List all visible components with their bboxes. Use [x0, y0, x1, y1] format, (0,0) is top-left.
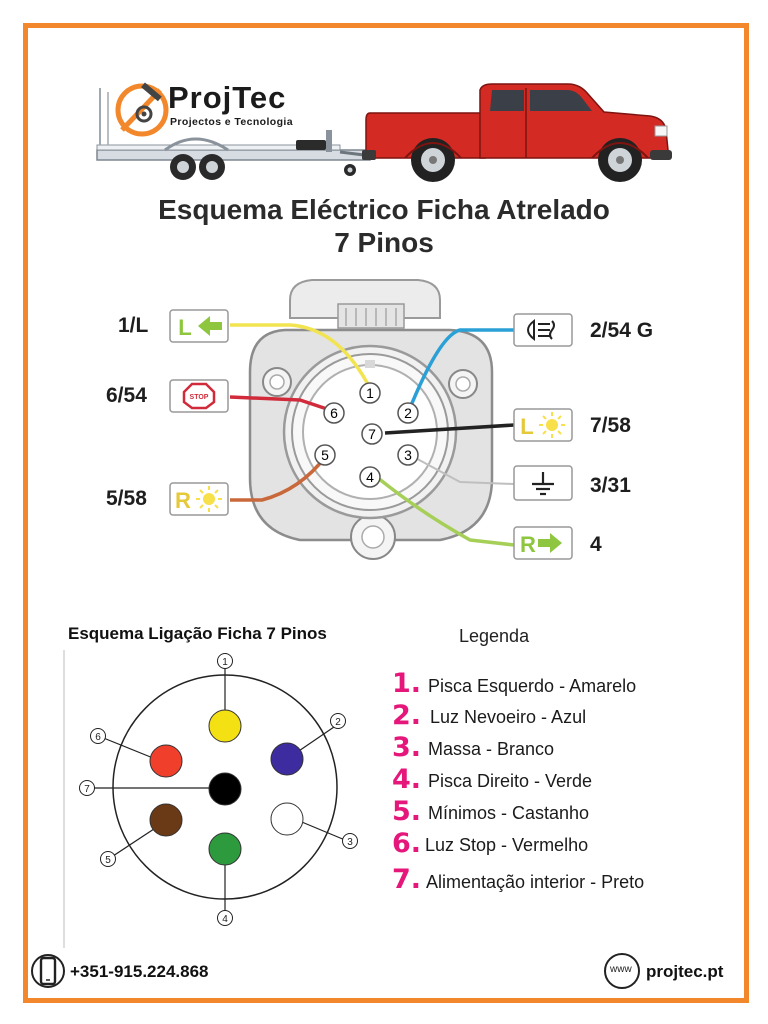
wiring-dot-1 [208, 709, 242, 743]
wiring-marker-7: 7 [84, 784, 90, 795]
legend-number-7: 7. [392, 864, 422, 895]
socket-pin-1-label: 1 [366, 385, 374, 401]
socket-illustration [248, 279, 494, 560]
function-icons: L STOP R [169, 309, 573, 560]
www-globe-icon [604, 953, 640, 989]
socket-pin-4: 4 [359, 466, 381, 488]
legend-text-3: Massa - Branco [428, 739, 555, 759]
wire-pin-4 [376, 476, 515, 547]
brand-name: ProjTec [168, 80, 287, 115]
right-lamp-icon: R [169, 482, 229, 516]
legend-number-2: 2. [392, 700, 422, 731]
socket-pins: 1 2 6 7 5 3 4 [314, 382, 419, 488]
socket-pin-5: 5 [314, 444, 336, 466]
wiring-dot-4 [208, 832, 242, 866]
brand-tagline: Projectos e Tecnologia [170, 116, 293, 128]
legend-text-4: Pisca Direito - Verde [428, 771, 593, 791]
pin-code-6: 6/54 [106, 384, 147, 407]
socket-pin-2-label: 2 [404, 405, 412, 421]
wiring-title: Esquema Ligação Ficha 7 Pinos [68, 624, 327, 643]
wiring-dot-3 [270, 802, 304, 836]
wire-pin-6 [229, 395, 331, 412]
legend-text-2: Luz Nevoeiro - Azul [430, 707, 587, 727]
socket-pin-5-label: 5 [321, 447, 329, 463]
pin-code-4: 4 [590, 533, 602, 556]
pin-code-1: 1/L [118, 314, 149, 337]
left-turn-arrow-icon: L [169, 309, 229, 343]
page-title-line1: Esquema Eléctrico Ficha Atrelado [158, 194, 610, 225]
phone-number[interactable]: +351-915.224.868 [70, 962, 209, 981]
right-turn-arrow-icon: R [513, 526, 573, 560]
legend-number-5: 5. [392, 796, 422, 827]
wiring-dot-6 [149, 744, 183, 778]
socket-pin-7-label: 7 [368, 426, 376, 442]
socket-pin-7: 7 [361, 423, 383, 445]
wire-pin-1 [230, 323, 374, 393]
svg-text:L: L [520, 414, 533, 439]
svg-text:STOP: STOP [190, 394, 209, 401]
legend-text-1: Pisca Esquerdo - Amarelo [428, 676, 637, 696]
svg-text:R: R [520, 532, 536, 557]
legend-text-6: Luz Stop - Vermelho [425, 835, 589, 855]
wiring-marker-4: 4 [222, 914, 228, 925]
pin-code-5: 5/58 [106, 487, 147, 510]
pin-code-2: 2/54 G [590, 319, 654, 342]
pickup-truck-illustration [362, 83, 672, 182]
wire-pin-2 [408, 328, 514, 409]
wire-pin-7 [384, 423, 515, 435]
socket-pin-3-label: 3 [404, 447, 412, 463]
page-title-line2: 7 Pinos [334, 227, 434, 258]
wiring-marker-3: 3 [347, 837, 353, 848]
website-link[interactable]: projtec.pt [646, 962, 724, 981]
socket-wires [229, 323, 515, 547]
wire-pin-3 [409, 454, 515, 485]
wiring-diagram: 1 2 3 4 5 6 7 [63, 650, 358, 948]
wiring-marker-1: 1 [222, 657, 228, 668]
left-lamp-icon: L [513, 408, 573, 442]
legend-number-6: 6. [392, 828, 422, 859]
www-label: www [610, 964, 632, 975]
legend-number-1: 1. [392, 668, 422, 699]
legend-title: Legenda [459, 626, 530, 646]
legend-number-4: 4. [392, 764, 422, 795]
legend-text-7: Alimentação interior - Preto [426, 872, 645, 892]
stop-sign-icon: STOP [169, 379, 229, 413]
svg-text:R: R [175, 488, 191, 513]
phone-icon [31, 954, 65, 988]
socket-pin-4-label: 4 [366, 469, 374, 485]
socket-pin-6-label: 6 [330, 405, 338, 421]
wiring-dot-2 [270, 742, 304, 776]
pin-code-3: 3/31 [590, 474, 631, 497]
fog-light-icon [513, 313, 573, 347]
legend-text-5: Mínimos - Castanho [428, 803, 590, 823]
svg-text:L: L [178, 315, 191, 340]
socket-pin-3: 3 [397, 444, 419, 466]
wiring-marker-6: 6 [95, 732, 101, 743]
wiring-dot-5 [149, 803, 183, 837]
socket-pin-1: 1 [359, 382, 381, 404]
pin-code-7: 7/58 [590, 414, 631, 437]
ground-icon [513, 465, 573, 501]
wiring-marker-2: 2 [335, 717, 341, 728]
wiring-marker-5: 5 [105, 855, 111, 866]
socket-pin-6: 6 [323, 402, 345, 424]
wiring-dot-7 [208, 772, 242, 806]
projtec-logo-icon [115, 82, 169, 137]
socket-pin-2: 2 [397, 402, 419, 424]
legend-number-3: 3. [392, 732, 422, 763]
